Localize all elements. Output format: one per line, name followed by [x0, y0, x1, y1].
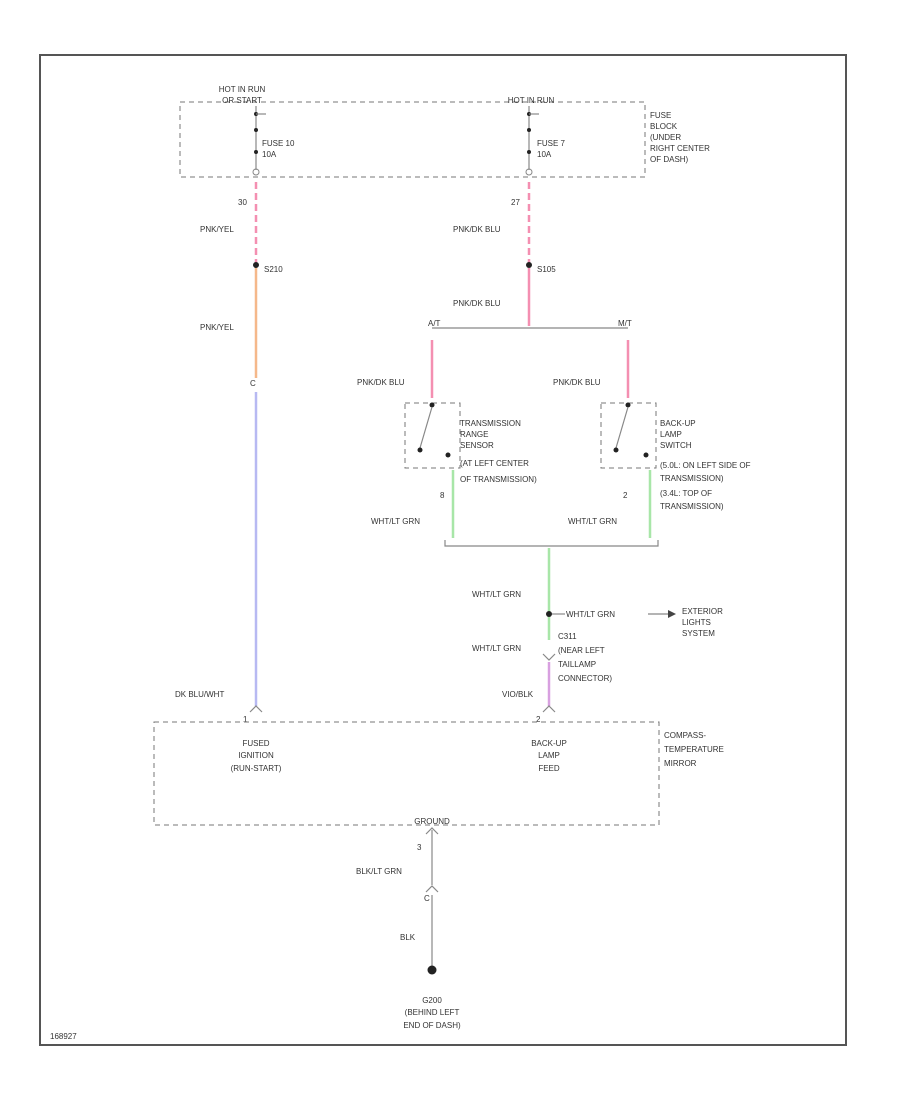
splice-s105-label: S105 [537, 265, 556, 274]
right-pin-27: 27 [511, 198, 520, 207]
fuse-block-location-3: (UNDER [650, 133, 681, 142]
branch-mt-label: M/T [618, 319, 632, 328]
ground-pin: 3 [417, 843, 422, 852]
bu-label-5: TRANSMISSION) [660, 474, 724, 483]
ground-connector-symbol [425, 885, 439, 893]
mirror-name-1: COMPASS- [664, 731, 706, 740]
wire-trs-out-label: WHT/LT GRN [371, 517, 420, 526]
transmission-range-sensor-symbol [404, 402, 461, 469]
trs-label-1: TRANSMISSION [460, 419, 521, 428]
wire-branch-at-label: PNK/DK BLU [357, 378, 405, 387]
bu-label-4: (5.0L: ON LEFT SIDE OF [660, 461, 751, 470]
trs-label-4: (AT LEFT CENTER [460, 459, 529, 468]
connector-c311-1: C311 [558, 632, 577, 641]
splice-s210-label: S210 [264, 265, 283, 274]
wire-right-bottom-label: VIO/BLK [502, 690, 534, 699]
wire-c-label: WHT/LT GRN [472, 644, 521, 653]
mirror-name-2: TEMPERATURE [664, 745, 724, 754]
mirror-fused-ignition-3: (RUN-START) [231, 764, 282, 773]
connector-c311-symbol [542, 653, 556, 661]
trs-pin: 8 [440, 491, 445, 500]
compass-mirror-box [153, 721, 660, 826]
exterior-arrow-icon [668, 610, 676, 618]
right-mirror-pin: 2 [536, 715, 541, 724]
bu-label-1: BACK-UP [660, 419, 696, 428]
right-wire-top-label: PNK/DK BLU [453, 225, 501, 234]
left-mirror-terminal [249, 705, 263, 713]
connector-c311-4: CONNECTOR) [558, 674, 612, 683]
figure-id: 168927 [50, 1032, 77, 1041]
wire-merge-label: WHT/LT GRN [472, 590, 521, 599]
fuse-block-location-4: RIGHT CENTER [650, 144, 710, 153]
fuse-7-rating: 10A [537, 150, 552, 159]
trs-label-5: OF TRANSMISSION) [460, 475, 537, 484]
ground-connector-label: C [424, 894, 430, 903]
wire-branch-mt-label: PNK/DK BLU [553, 378, 601, 387]
bu-pin: 2 [623, 491, 628, 500]
bu-label-7: TRANSMISSION) [660, 502, 724, 511]
splice-exterior [546, 611, 552, 617]
splice-s105 [526, 262, 532, 268]
connector-c311-2: (NEAR LEFT [558, 646, 605, 655]
trs-label-3: SENSOR [460, 441, 494, 450]
wire-ext-label: WHT/LT GRN [566, 610, 615, 619]
fuse-7-symbol [525, 106, 539, 176]
hot-run-label-1b: OR START [222, 96, 262, 105]
ground-g200-1: G200 [422, 996, 442, 1005]
fuse-10-symbol [252, 106, 266, 176]
ext-label-3: SYSTEM [682, 629, 715, 638]
merge-bracket [444, 540, 659, 547]
mirror-ground-label: GROUND [414, 817, 450, 826]
fuse-10-rating: 10A [262, 150, 277, 159]
ground-wire-top-label: BLK/LT GRN [356, 867, 402, 876]
ground-wire-bottom-label: BLK [400, 933, 416, 942]
ground-terminal [425, 827, 439, 835]
ground-g200-2: (BEHIND LEFT [405, 1008, 460, 1017]
bu-label-2: LAMP [660, 430, 682, 439]
fuse-7-name: FUSE 7 [537, 139, 566, 148]
hot-run-label-2: HOT IN RUN [508, 96, 555, 105]
ext-label-1: EXTERIOR [682, 607, 723, 616]
left-pin-30: 30 [238, 198, 247, 207]
mirror-name-3: MIRROR [664, 759, 697, 768]
fuse-block-box [179, 101, 646, 178]
hot-run-label-1: HOT IN RUN [219, 85, 266, 94]
left-wire-mid-label: PNK/YEL [200, 323, 234, 332]
ground-g200-icon [427, 965, 437, 975]
splice-s210 [253, 262, 259, 268]
left-connector-c: C [250, 379, 256, 388]
bu-label-3: SWITCH [660, 441, 692, 450]
right-wire-split-label: PNK/DK BLU [453, 299, 501, 308]
left-wire-top-label: PNK/YEL [200, 225, 234, 234]
mirror-backup-feed-3: FEED [538, 764, 560, 773]
connector-c311-3: TAILLAMP [558, 660, 596, 669]
right-mirror-terminal [542, 705, 556, 713]
bu-label-6: (3.4L: TOP OF [660, 489, 712, 498]
backup-lamp-switch-symbol [600, 402, 657, 469]
ext-label-2: LIGHTS [682, 618, 711, 627]
ground-g200-3: END OF DASH) [403, 1021, 461, 1030]
mirror-fused-ignition-1: FUSED [242, 739, 269, 748]
branch-at-label: A/T [428, 319, 441, 328]
diagram-frame [39, 54, 847, 1046]
left-mirror-pin: 1 [243, 715, 248, 724]
wire-bu-out-label: WHT/LT GRN [568, 517, 617, 526]
fuse-10-name: FUSE 10 [262, 139, 295, 148]
mirror-backup-feed-1: BACK-UP [531, 739, 567, 748]
fuse-block-location-1: FUSE [650, 111, 671, 120]
left-wire-bottom-label: DK BLU/WHT [175, 690, 224, 699]
mirror-fused-ignition-2: IGNITION [238, 751, 274, 760]
fuse-block-location-2: BLOCK [650, 122, 678, 131]
mirror-backup-feed-2: LAMP [538, 751, 560, 760]
fuse-block-location-5: OF DASH) [650, 155, 689, 164]
trs-label-2: RANGE [460, 430, 488, 439]
